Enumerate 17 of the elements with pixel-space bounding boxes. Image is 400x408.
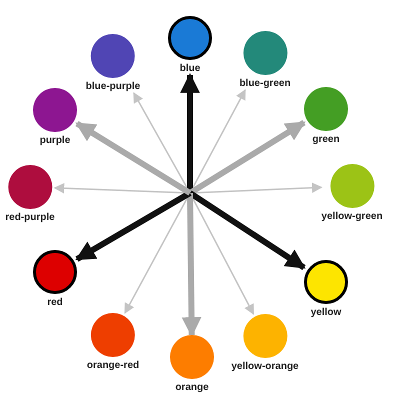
color-label: yellow — [310, 307, 342, 319]
arrow — [188, 190, 306, 270]
color-label: red — [47, 297, 63, 309]
color-label: yellow-orange — [231, 361, 299, 373]
color-label: blue — [180, 63, 200, 75]
arrow — [182, 192, 202, 337]
color-label: green — [312, 134, 340, 146]
color-label: yellow-green — [321, 211, 383, 223]
color-label: red-purple — [5, 212, 55, 224]
color-label: purple — [40, 135, 70, 147]
color-label: blue-green — [239, 78, 291, 90]
arrow — [188, 120, 306, 196]
color-label: orange-red — [86, 360, 140, 372]
arrow — [75, 190, 192, 262]
color-label: orange — [175, 382, 209, 394]
arrow — [75, 120, 192, 196]
color-label: blue-purple — [86, 81, 140, 93]
